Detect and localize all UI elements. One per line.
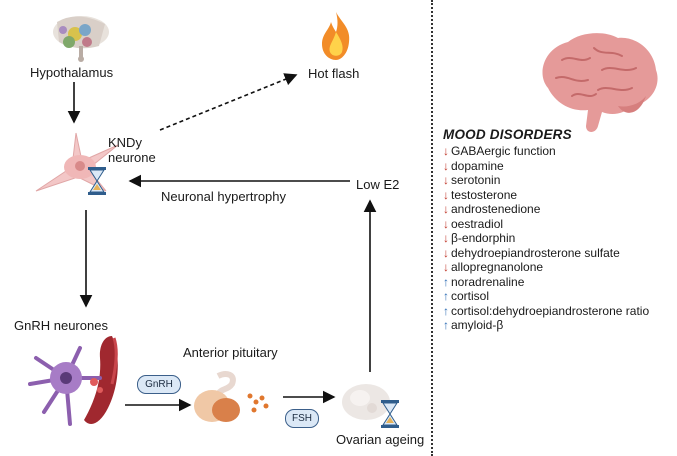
mood-item: ↓androstenedione <box>443 202 675 217</box>
pituitary-icon <box>194 371 269 422</box>
neuronal-hypertrophy-label: Neuronal hypertrophy <box>161 189 287 204</box>
up-arrow-icon: ↑ <box>443 274 449 289</box>
hypothalamus-label: Hypothalamus <box>30 65 114 80</box>
mood-item: ↑noradrenaline <box>443 275 675 290</box>
down-arrow-icon: ↓ <box>443 245 449 260</box>
mood-item-text: β-endorphin <box>451 231 516 245</box>
anterior-pituitary-label: Anterior pituitary <box>183 345 278 360</box>
mood-item-text: oestradiol <box>451 216 504 231</box>
mood-item-text: dehydroepiandrosterone sulfate <box>451 245 620 260</box>
down-arrow-icon: ↓ <box>443 260 449 274</box>
mood-item-text: testosterone <box>451 187 518 202</box>
arrow-kndy-to-hotflash <box>159 73 298 131</box>
brain-icon <box>542 33 658 132</box>
up-arrow-icon: ↑ <box>443 303 449 318</box>
mood-disorders-list: ↓GABAergic function↓dopamine↓serotonin↓t… <box>443 144 675 333</box>
fsh-pill: FSH <box>285 409 319 428</box>
hourglass-icon <box>381 400 399 428</box>
kndy-neurone-label: KNDy neurone <box>108 135 156 165</box>
mood-item-text: allopregnanolone <box>451 260 544 274</box>
flame-icon <box>322 12 350 60</box>
hourglass-icon <box>88 167 106 195</box>
gnrh-pill: GnRH <box>137 375 181 394</box>
mood-item: ↓serotonin <box>443 173 675 188</box>
mood-item: ↓oestradiol <box>443 217 675 232</box>
mood-item: ↓dopamine <box>443 159 675 174</box>
mood-item-text: serotonin <box>451 173 501 187</box>
up-arrow-icon: ↑ <box>443 289 449 303</box>
mood-item-text: cortisol <box>451 289 490 303</box>
down-arrow-icon: ↓ <box>443 173 449 187</box>
mood-item: ↑amyloid-β <box>443 318 675 333</box>
mood-item-text: noradrenaline <box>451 274 525 289</box>
ovarian-ageing-label: Ovarian ageing <box>336 432 425 447</box>
mood-item: ↓testosterone <box>443 188 675 203</box>
mood-item-text: cortisol:dehydroepiandrosterone ratio <box>451 303 650 318</box>
mood-item: ↓GABAergic function <box>443 144 675 159</box>
low-e2-label: Low E2 <box>356 177 400 192</box>
mood-item: ↑cortisol:dehydroepiandrosterone ratio <box>443 304 675 319</box>
mood-item-text: GABAergic function <box>451 144 556 158</box>
kndy-label-line1: KNDy <box>108 135 142 150</box>
mood-item: ↓allopregnanolone <box>443 260 675 275</box>
down-arrow-icon: ↓ <box>443 187 449 202</box>
mood-item: ↑cortisol <box>443 289 675 304</box>
down-arrow-icon: ↓ <box>443 202 449 216</box>
mood-item-text: amyloid-β <box>451 318 504 332</box>
hot-flash-label: Hot flash <box>308 66 360 81</box>
mood-item-text: androstenedione <box>451 202 541 216</box>
mood-item: ↓dehydroepiandrosterone sulfate <box>443 246 675 261</box>
mood-disorders-panel: MOOD DISORDERS ↓GABAergic function↓dopam… <box>443 127 675 333</box>
down-arrow-icon: ↓ <box>443 231 449 245</box>
hypothalamus-icon <box>53 16 109 62</box>
mood-item: ↓β-endorphin <box>443 231 675 246</box>
down-arrow-icon: ↓ <box>443 158 449 173</box>
down-arrow-icon: ↓ <box>443 144 449 158</box>
ovary-icon <box>342 384 390 420</box>
mood-disorders-title: MOOD DISORDERS <box>443 127 572 142</box>
up-arrow-icon: ↑ <box>443 318 449 332</box>
neurone-icon <box>35 132 119 192</box>
gnrh-neurone-icon <box>28 336 118 426</box>
down-arrow-icon: ↓ <box>443 216 449 231</box>
kndy-label-line2: neurone <box>108 150 156 165</box>
gnrh-neurones-label: GnRH neurones <box>14 318 108 333</box>
mood-item-text: dopamine <box>451 158 504 173</box>
dotted-divider <box>431 0 433 456</box>
